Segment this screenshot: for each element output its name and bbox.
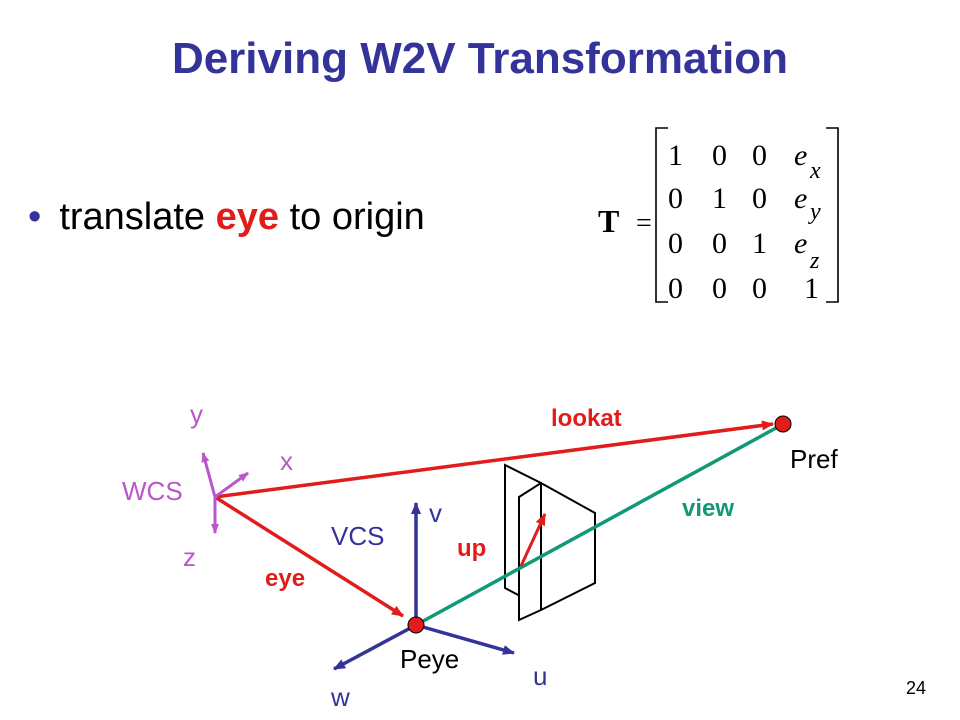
matrix-cell: 0 <box>668 227 683 260</box>
wcs-label: WCS <box>122 476 183 506</box>
matrix-cell: 0 <box>752 272 767 305</box>
wcs-x-label: x <box>280 446 293 476</box>
matrix-row-1: 1 0 0 e x <box>668 139 821 184</box>
matrix-cell: 0 <box>712 227 727 260</box>
bullet-text-after: to origin <box>289 196 425 238</box>
matrix-cell: 0 <box>712 139 727 172</box>
wcs-z-label: z <box>183 542 196 572</box>
diagram-labels: y x WCS z lookat Pref view v VCS up eye … <box>122 399 838 712</box>
matrix-subscript: x <box>809 158 821 184</box>
matrix-row-3: 0 0 1 e z <box>668 227 820 274</box>
lookat-label: lookat <box>551 405 622 432</box>
matrix-cell: 0 <box>712 272 727 305</box>
matrix-cell: 0 <box>668 182 683 215</box>
matrix-subscript: z <box>809 248 820 274</box>
ref-point-marker <box>774 415 792 433</box>
lookat-vector <box>214 420 774 499</box>
matrix-left-bracket <box>655 127 668 303</box>
matrix-equals: = <box>636 208 652 239</box>
wcs-axes <box>201 452 249 534</box>
slide-title: Deriving W2V Transformation <box>171 34 789 83</box>
vcs-w-label: w <box>330 682 350 712</box>
vcs-w-axis <box>333 623 417 671</box>
bullet-item: • translate eye to origin <box>28 196 425 239</box>
wcs-x-axis <box>214 471 249 499</box>
matrix-cell: 0 <box>668 272 683 305</box>
vcs-axes <box>333 502 515 671</box>
matrix-subscript: y <box>808 199 821 225</box>
matrix-cell: e <box>794 139 807 172</box>
eye-vector <box>214 495 404 618</box>
matrix-cell: 1 <box>712 182 727 215</box>
view-plane <box>504 463 596 622</box>
bullet-dot: • <box>28 196 42 238</box>
vcs-u-axis <box>415 623 515 655</box>
view-vector-line <box>415 426 777 627</box>
slide-number: 24 <box>906 678 927 698</box>
translation-matrix: T = 1 0 0 e x 0 1 0 e y 0 0 1 e z 0 0 0 <box>598 127 839 305</box>
eye-label: eye <box>265 565 305 592</box>
matrix-cell: e <box>794 182 807 215</box>
matrix-cell: 1 <box>804 272 819 305</box>
matrix-name: T <box>598 203 619 239</box>
vcs-u-label: u <box>533 661 547 691</box>
eye-point-label: Peye <box>400 644 459 674</box>
matrix-cell: 0 <box>752 182 767 215</box>
matrix-right-bracket <box>826 127 839 303</box>
eye-point-marker <box>407 616 425 634</box>
wcs-y-axis <box>201 452 217 498</box>
up-label: up <box>457 535 486 562</box>
view-label: view <box>682 495 734 522</box>
up-vector <box>519 513 547 567</box>
matrix-cell: e <box>794 227 807 260</box>
vcs-v-label: v <box>429 498 442 528</box>
wcs-y-label: y <box>190 399 203 429</box>
bullet-text-before: translate <box>59 196 206 238</box>
matrix-cell: 1 <box>752 227 767 260</box>
matrix-row-2: 0 1 0 e y <box>668 182 821 225</box>
vcs-label: VCS <box>331 521 384 551</box>
matrix-row-4: 0 0 0 1 <box>668 272 819 305</box>
matrix-cell: 1 <box>668 139 683 172</box>
ref-point-label: Pref <box>790 444 838 474</box>
view-plane-front-panel <box>518 481 596 622</box>
matrix-cell: 0 <box>752 139 767 172</box>
bullet-highlight-eye: eye <box>215 196 280 238</box>
